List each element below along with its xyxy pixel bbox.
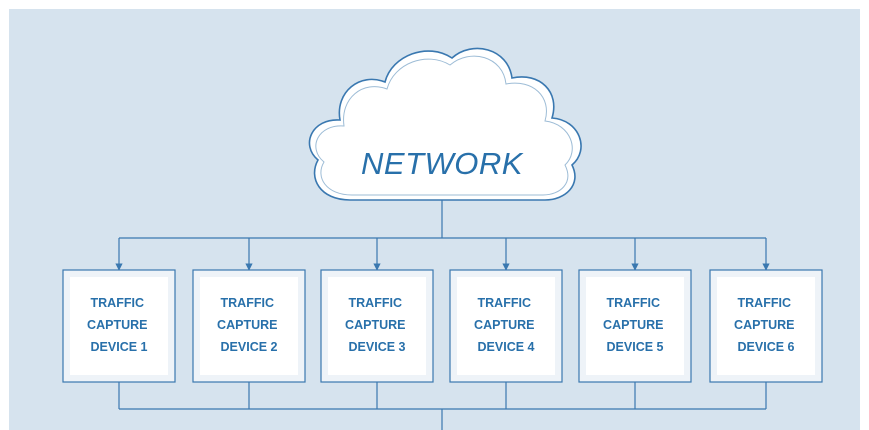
device-box-inner <box>200 277 298 375</box>
device-label-line3: DEVICE 4 <box>478 340 535 354</box>
device-box-3: TRAFFIC CAPTURE DEVICE 3 <box>320 269 434 383</box>
device-box-6: TRAFFIC CAPTURE DEVICE 6 <box>709 269 823 383</box>
device-label-line1: TRAFFIC <box>478 296 531 310</box>
device-label-line1: TRAFFIC <box>607 296 660 310</box>
top-connectors <box>115 200 770 271</box>
device-label-line2: CAPTURE <box>603 318 663 332</box>
svg-text:TRAFFIC CAPTURE DE: TRAFFIC CAPTURE DEVICE 4 <box>474 296 538 354</box>
bottom-connectors <box>118 382 767 430</box>
device-box-inner <box>586 277 684 375</box>
device-label-line1: TRAFFIC <box>349 296 402 310</box>
svg-text:TRAFFIC CAPTURE DE: TRAFFIC CAPTURE DEVICE 6 <box>734 296 798 354</box>
device-label-line2: CAPTURE <box>217 318 277 332</box>
device-label-line1: TRAFFIC <box>738 296 791 310</box>
svg-text:TRAFFIC CAPTURE DE: TRAFFIC CAPTURE DEVICE 2 <box>217 296 281 354</box>
device-label-line2: CAPTURE <box>734 318 794 332</box>
svg-text:TRAFFIC CAPTURE DE: TRAFFIC CAPTURE DEVICE 1 <box>87 296 151 354</box>
device-box-inner <box>717 277 815 375</box>
device-label-line2: CAPTURE <box>345 318 405 332</box>
device-label-line3: DEVICE 3 <box>349 340 406 354</box>
device-label-line1: TRAFFIC <box>91 296 144 310</box>
svg-text:TRAFFIC CAPTURE DE: TRAFFIC CAPTURE DEVICE 5 <box>603 296 667 354</box>
device-label-line3: DEVICE 5 <box>607 340 664 354</box>
device-label-line3: DEVICE 6 <box>738 340 795 354</box>
network-cloud: NETWORK <box>308 47 582 201</box>
device-box-inner <box>328 277 426 375</box>
device-box-2: TRAFFIC CAPTURE DEVICE 2 <box>192 269 306 383</box>
network-label: NETWORK <box>361 146 524 181</box>
device-box-1: TRAFFIC CAPTURE DEVICE 1 <box>62 269 176 383</box>
device-label-line2: CAPTURE <box>87 318 147 332</box>
device-box-inner <box>457 277 555 375</box>
device-label-line1: TRAFFIC <box>221 296 274 310</box>
device-box-5: TRAFFIC CAPTURE DEVICE 5 <box>578 269 692 383</box>
device-label-line3: DEVICE 1 <box>91 340 148 354</box>
cloud-inner-outline <box>315 55 573 196</box>
device-label-line2: CAPTURE <box>474 318 534 332</box>
device-box-inner <box>70 277 168 375</box>
svg-text:TRAFFIC CAPTURE DE: TRAFFIC CAPTURE DEVICE 3 <box>345 296 409 354</box>
device-box-4: TRAFFIC CAPTURE DEVICE 4 <box>449 269 563 383</box>
device-label-line3: DEVICE 2 <box>221 340 278 354</box>
